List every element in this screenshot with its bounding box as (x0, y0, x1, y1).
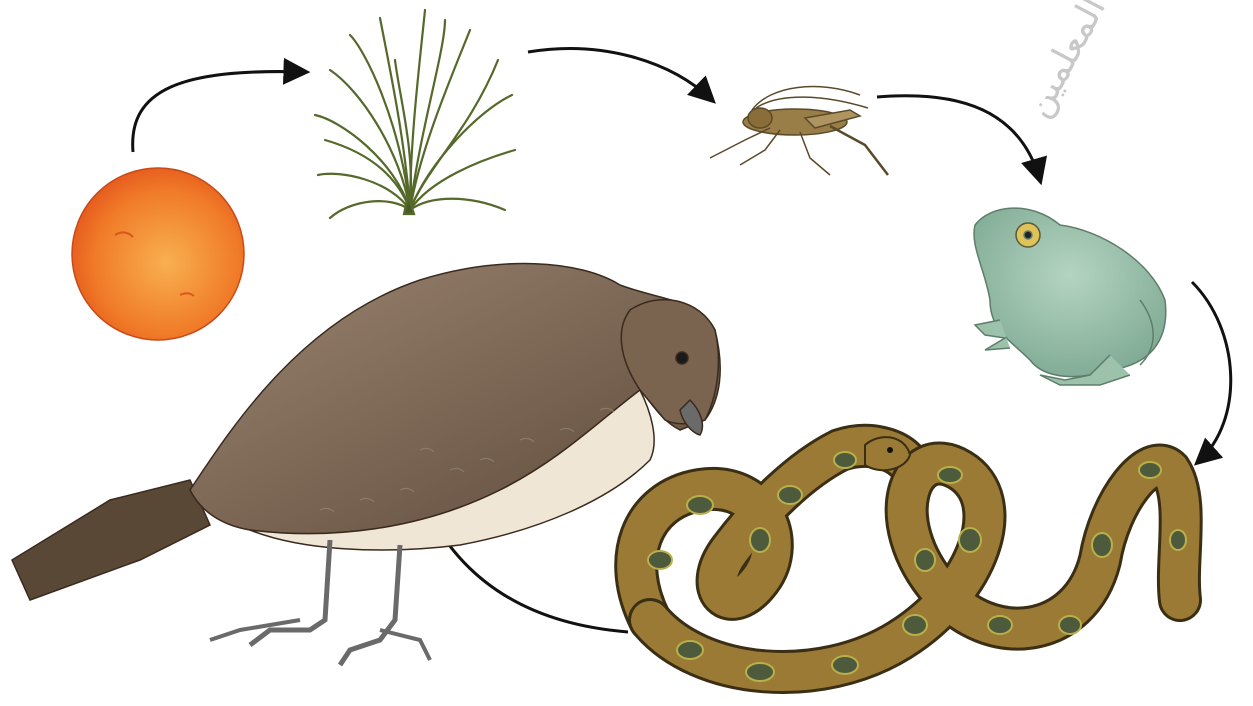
arrow-grass-to-grasshopper (528, 49, 712, 100)
snake-icon (636, 437, 1186, 681)
sun-icon (72, 168, 244, 340)
grasshopper-icon (710, 87, 888, 175)
arrow-frog-to-snake (1192, 282, 1231, 462)
watermark: مدرس المعلمين (1017, 0, 1166, 124)
grass-icon (315, 10, 515, 218)
frog-icon (974, 208, 1166, 385)
arrow-grasshopper-to-frog (877, 96, 1040, 180)
arrow-sun-to-grass (133, 72, 305, 152)
